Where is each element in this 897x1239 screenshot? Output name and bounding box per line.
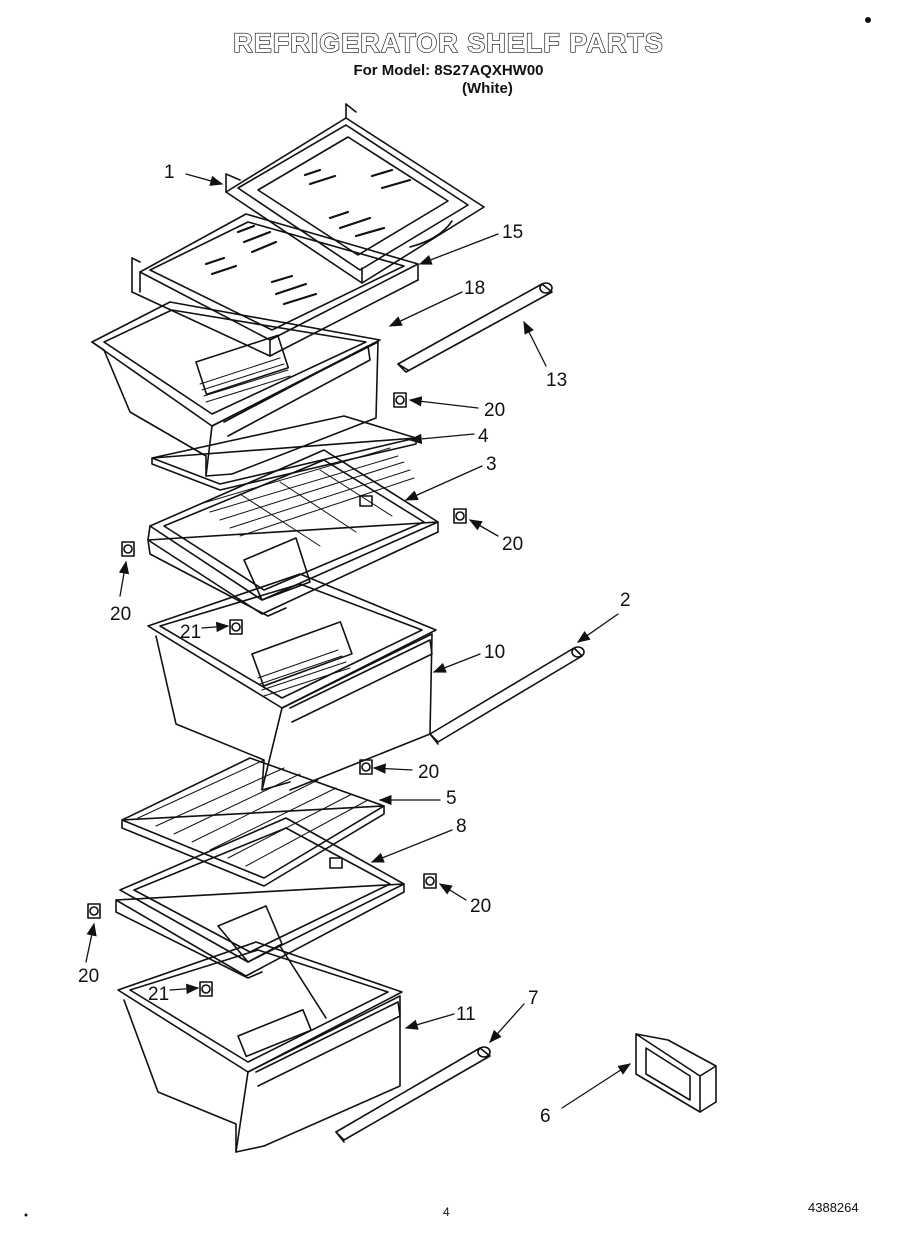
part-7-handle (335, 1046, 491, 1143)
part-3-cover-frame (147, 447, 439, 617)
part-5-cover (121, 757, 385, 887)
callout-4: 4 (478, 426, 489, 447)
callout-15: 15 (502, 222, 523, 243)
part-8-cover-frame (115, 817, 405, 979)
fastener-20-d (359, 759, 373, 775)
part-15-glass-shelf (131, 213, 419, 357)
callout-5: 5 (446, 788, 457, 809)
callout-21: 21 (148, 984, 169, 1005)
part-10-crisper-drawer (147, 573, 437, 791)
callout-13: 13 (546, 370, 567, 391)
fastener-20-b (453, 508, 467, 524)
callout-10: 10 (484, 642, 505, 663)
callout-20: 20 (470, 896, 491, 917)
callout-20: 20 (110, 604, 131, 625)
part-11-drawer (117, 941, 403, 1153)
document-number: 4388264 (808, 1200, 859, 1215)
callout-6: 6 (540, 1106, 551, 1127)
callout-1: 1 (164, 162, 175, 183)
leader-lines (85, 173, 632, 1109)
callout-2: 2 (620, 590, 631, 611)
page-number: 4 (443, 1205, 450, 1219)
callout-20: 20 (502, 534, 523, 555)
fastener-20-f (87, 903, 101, 919)
callout-labels: 1 15 18 13 20 4 3 20 20 21 2 10 20 5 8 2… (78, 162, 631, 1127)
callout-21: 21 (180, 622, 201, 643)
fastener-20-c (121, 541, 135, 557)
callout-20: 20 (484, 400, 505, 421)
fastener-21-b (199, 981, 213, 997)
fastener-20-a (393, 392, 407, 408)
model-label: For Model: 8S27AQXHW00 (353, 62, 544, 79)
callout-8: 8 (456, 816, 467, 837)
part-18-crisper-drawer (91, 301, 381, 477)
part-13-handle (397, 282, 553, 373)
part-6-nameplate (635, 1033, 717, 1113)
part-1-glass-shelf (225, 103, 485, 284)
callout-3: 3 (486, 454, 497, 475)
diagram-title: REFRIGERATOR SHELF PARTS (233, 27, 664, 58)
callout-20: 20 (78, 966, 99, 987)
callout-11: 11 (456, 1004, 476, 1025)
color-label: (White) (462, 80, 513, 97)
fastener-20-e (423, 873, 437, 889)
fastener-21-a (229, 619, 243, 635)
callout-20: 20 (418, 762, 439, 783)
part-2-handle (429, 646, 585, 745)
callout-18: 18 (464, 278, 485, 299)
callout-7: 7 (528, 988, 539, 1009)
